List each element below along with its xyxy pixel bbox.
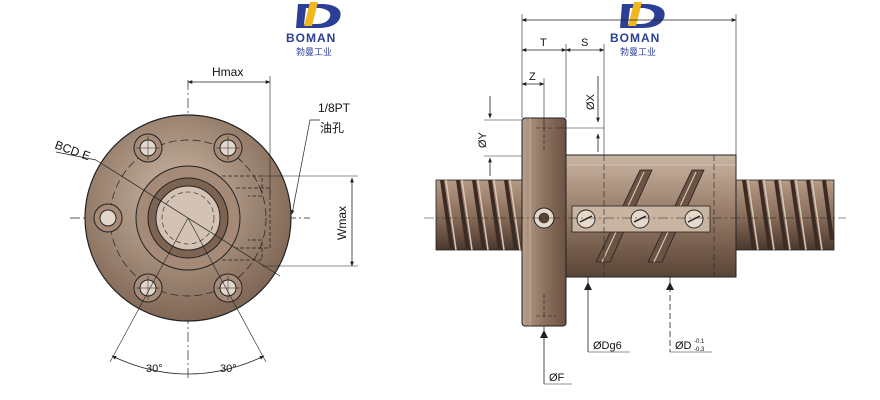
d-tolerance-lower: -0.3: [694, 347, 705, 353]
return-tube-outline: [222, 175, 263, 197]
return-tube-outline: [222, 239, 263, 261]
logo-mark-icon: [620, 2, 665, 28]
return-tube-outline: [236, 187, 271, 249]
wmax-label: Wmax: [335, 206, 349, 240]
screw-icon: [576, 209, 596, 229]
s-label: S: [581, 37, 588, 49]
logo-tagline: 勃曼工业: [296, 46, 332, 58]
screw-shaft-left: [435, 179, 523, 251]
angle-ray-left: [109, 217, 189, 363]
screw-shaft-right: [735, 179, 835, 251]
bcd-label: BCD E: [53, 138, 92, 164]
screw-icon: [684, 209, 704, 229]
angle-ray-right: [187, 217, 267, 363]
front-view: [55, 76, 358, 380]
bcd-leader: [95, 159, 281, 277]
d-tolerance-upper: -0.1: [694, 339, 705, 345]
t-label: T: [540, 37, 547, 49]
angle-right-label: 30°: [220, 363, 237, 375]
x-label: ØX: [585, 93, 597, 110]
bolt-hole-bottom-left: [133, 273, 163, 303]
d-label: ØD: [675, 340, 692, 352]
logo-wordmark: BOMAN: [286, 31, 336, 45]
brand-logo-left: BOMAN 勃曼工业: [286, 2, 341, 58]
oil-hole-icon: [533, 207, 555, 229]
logo-tagline: 勃曼工业: [620, 46, 656, 58]
hmax-label: Hmax: [212, 65, 243, 79]
logo-mark-icon: [296, 2, 341, 28]
bolt-hole-top-left: [133, 133, 163, 163]
z-label: Z: [529, 71, 536, 83]
bolt-hole-bottom-right: [213, 273, 243, 303]
y-label: ØY: [477, 131, 489, 148]
dg6-label: ØDg6: [593, 340, 622, 352]
thread-root-circle: [161, 191, 215, 245]
f-label: ØF: [549, 372, 565, 384]
bolt-hole-left: [93, 203, 123, 233]
thread-label: 1/8PT: [318, 101, 351, 115]
oil-hole-leader: [291, 119, 320, 215]
angle-arc: [111, 355, 265, 375]
bolt-hole-top-right: [213, 133, 243, 163]
angle-left-label: 30°: [146, 363, 163, 375]
side-view: [424, 14, 846, 385]
logo-wordmark: BOMAN: [610, 31, 660, 45]
screw-icon: [630, 209, 650, 229]
oil-hole-label: 油孔: [320, 121, 344, 135]
brand-logo-right: BOMAN 勃曼工业: [610, 2, 665, 58]
